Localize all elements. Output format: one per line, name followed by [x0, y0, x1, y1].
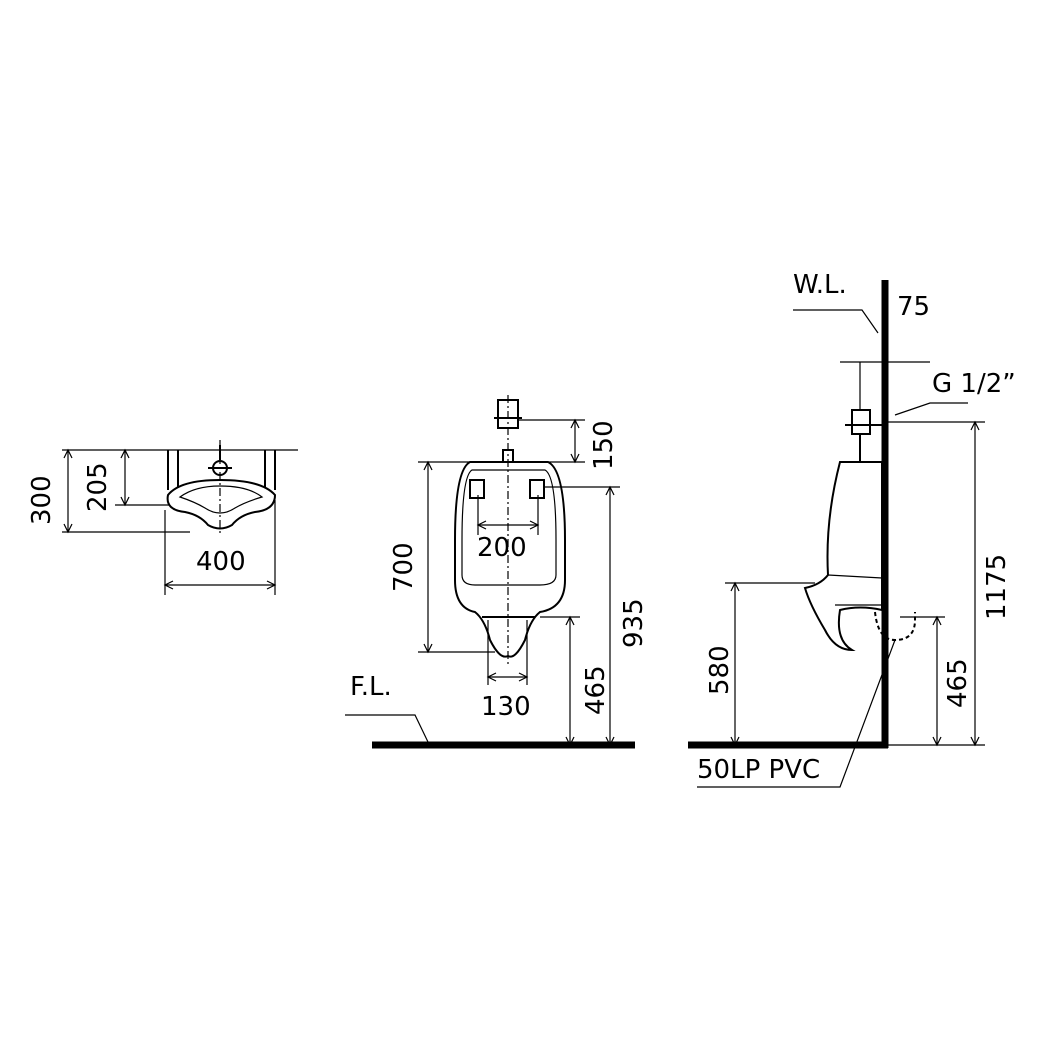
rim-height-label: 580 [705, 645, 735, 695]
front-outlet-height-label: 465 [581, 665, 611, 715]
side-outlet-height-label: 465 [943, 658, 973, 708]
front-height-label: 700 [389, 542, 419, 592]
plan-depth-label: 300 [27, 475, 57, 525]
front-view: F.L. 150 700 200 935 465 1 [345, 395, 649, 749]
front-outlet-width-label: 130 [481, 692, 531, 722]
plan-outlet-depth-label: 205 [83, 462, 113, 512]
front-valve-height-label: 150 [589, 420, 619, 470]
plan-width-label: 400 [196, 547, 246, 577]
wall-offset-label: 75 [897, 292, 930, 322]
floor-label: F.L. [350, 672, 392, 702]
plan-view: 300 205 400 [27, 440, 298, 595]
front-hanger-label: 200 [477, 533, 527, 563]
wall-label: W.L. [793, 270, 847, 300]
drain-label: 50LP PVC [697, 755, 820, 785]
inlet-size-label: G 1/2” [932, 369, 1016, 399]
front-top-height-label: 935 [619, 598, 649, 648]
side-view: W.L. 75 G 1/2” 1175 580 465 50LP PVC [688, 270, 1016, 788]
inlet-height-label: 1175 [982, 554, 1012, 620]
